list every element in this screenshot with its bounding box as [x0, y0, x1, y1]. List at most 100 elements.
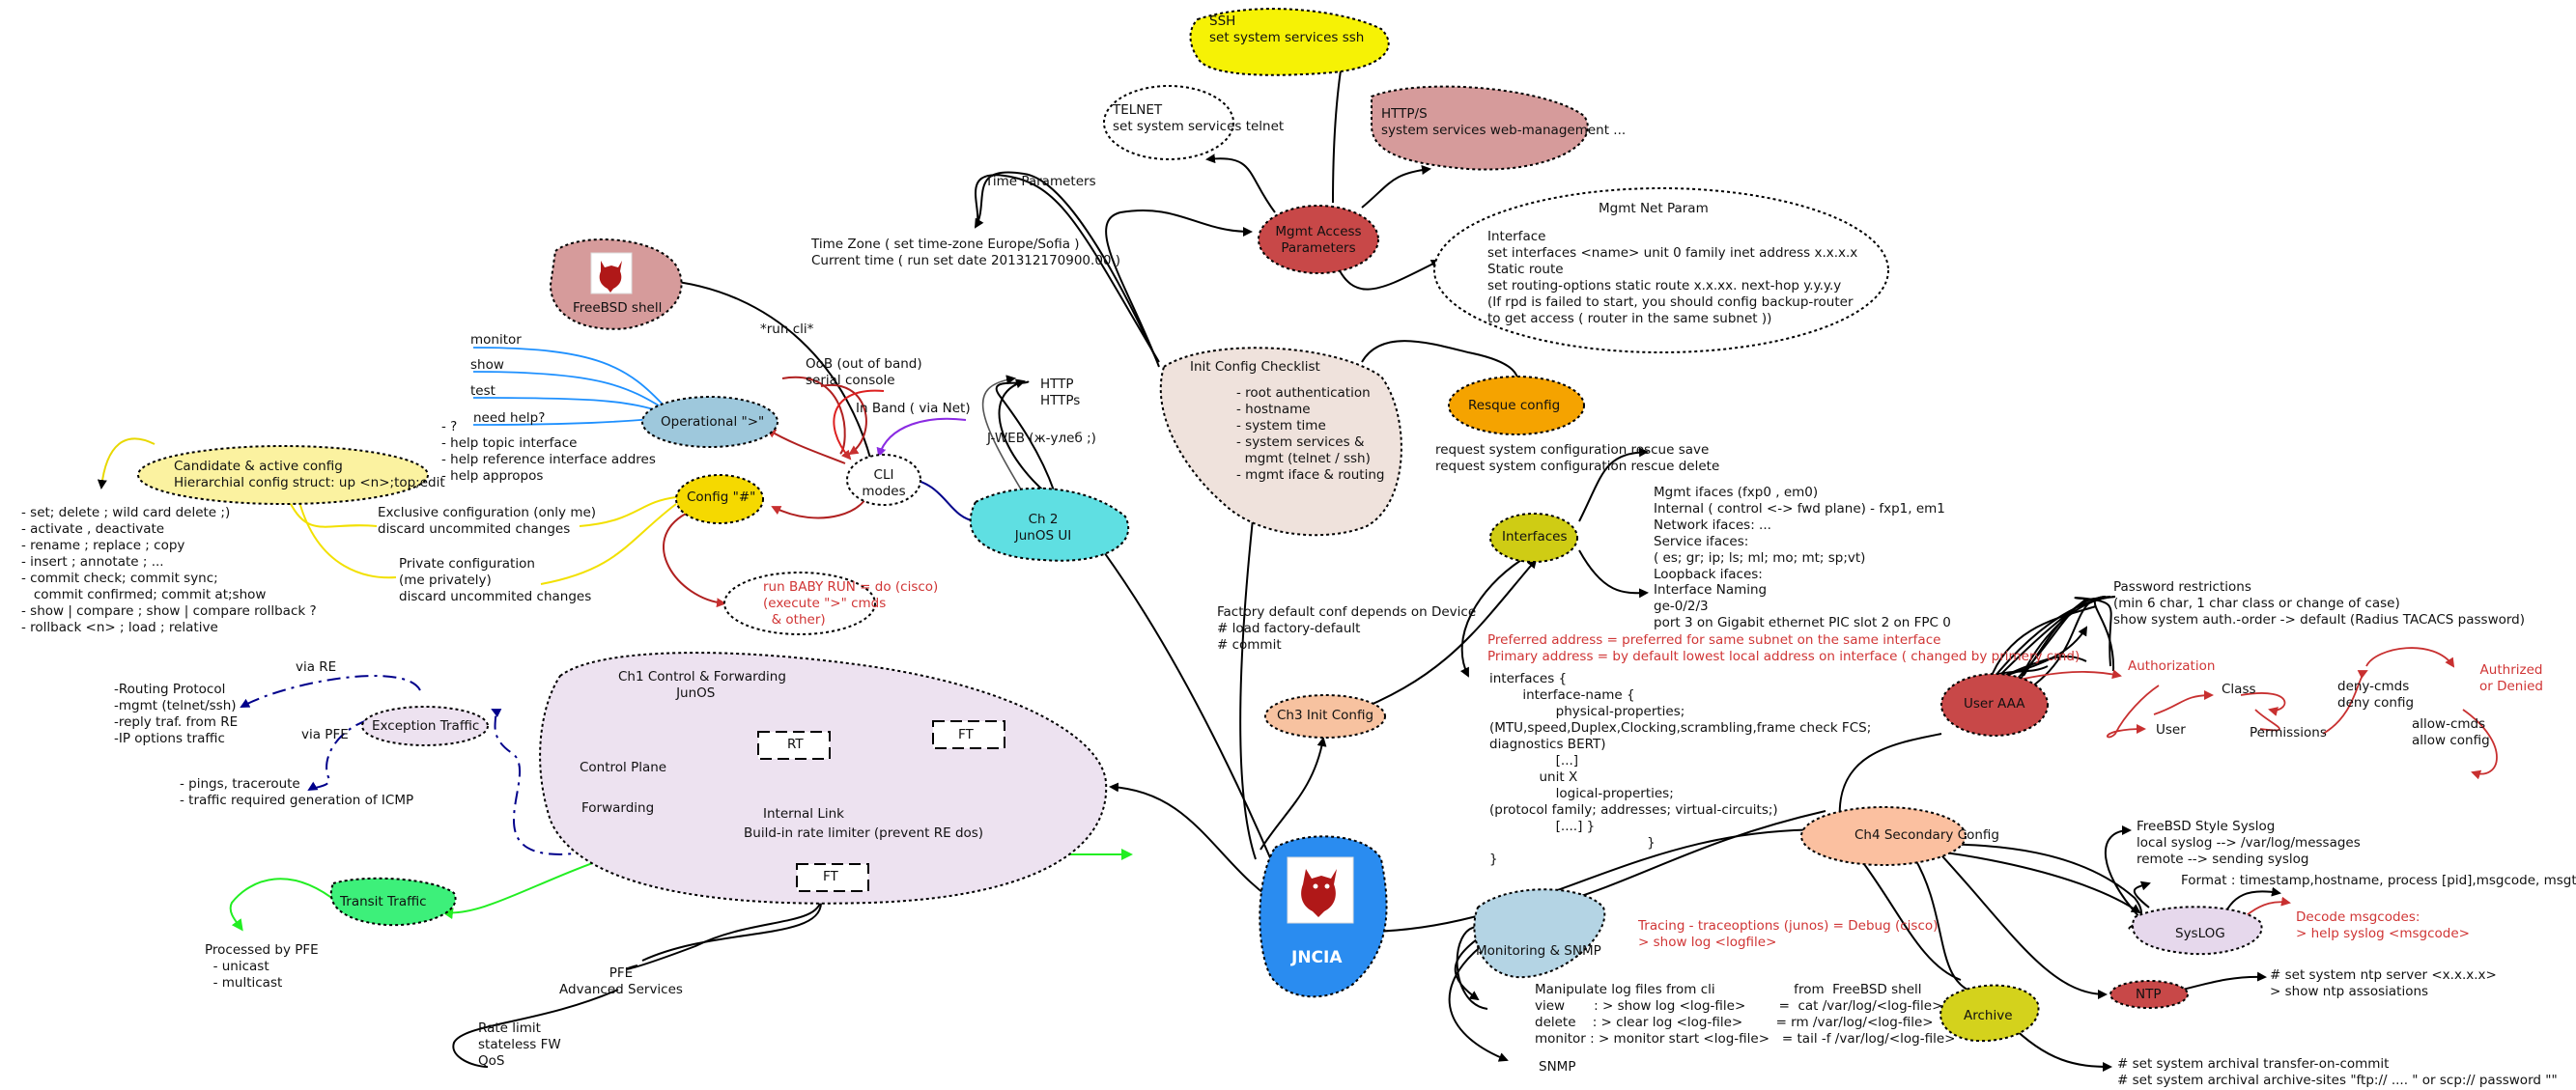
icmp-text: - pings, traceroute - traffic required g… [180, 776, 414, 808]
config-label: Config "#" [687, 489, 756, 505]
user-label: User [2156, 722, 2186, 738]
interfaces-naming-text: Interface Naming ge-0/2/3 port 3 on Giga… [1654, 582, 1951, 630]
ch2-node [969, 487, 1130, 562]
run-cli-text: *run cli* [760, 321, 814, 337]
authorization-label: Authorization [2128, 658, 2216, 674]
ch4-node [1800, 806, 1967, 866]
archive-text: # set system archival transfer-on-commit… [2117, 1056, 2558, 1088]
time-params-text: Time Zone ( set time-zone Europe/Sofia )… [811, 237, 1121, 268]
mgmt-net-title: Mgmt Net Param [1599, 201, 1709, 216]
devil-icon-center [1287, 856, 1354, 924]
transit-node [330, 877, 457, 927]
user-aaa-label: User AAA [1964, 696, 2025, 712]
logs-text: Manipulate log files from cli from FreeB… [1535, 982, 1956, 1047]
telnet-node [1103, 85, 1234, 160]
archive-node [1939, 984, 2040, 1043]
allow-text: allow-cmds allow config [2412, 716, 2490, 748]
syslog-node [2132, 906, 2263, 956]
pfe-services-text: Rate limit stateless FW QoS [478, 1020, 561, 1069]
user-aaa-node [1940, 673, 2049, 737]
internal-link-label: Internal Link [763, 806, 844, 822]
https-text: HTTP/S system services web-management ..… [1381, 106, 1627, 138]
mgmt-net-text: Interface set interfaces <name> unit 0 f… [1487, 229, 1858, 326]
rescue-text: request system configuration rescue save… [1435, 442, 1720, 474]
ch3-node [1264, 694, 1386, 739]
permissions-label: Permissions [2250, 725, 2327, 741]
run-baby-text: run BABY RUN = do (cisco) (execute ">" c… [763, 579, 939, 628]
oper-branch-show: show [470, 357, 504, 373]
ssh-text: SSH set system services ssh [1209, 14, 1365, 45]
candidate-text: Candidate & active config Hierarchial co… [174, 459, 445, 490]
oper-help-text: - ? - help topic interface - help refere… [441, 419, 656, 484]
rt-label: RT [787, 737, 804, 752]
via-pfe-label: via PFE [301, 727, 349, 742]
tracing-text: Tracing - traceoptions (junos) = Debug (… [1638, 918, 1939, 950]
devil-icon-freebsd [590, 252, 633, 294]
time-params-title: Time Parameters [985, 174, 1096, 189]
oob-text: OoB (out of band) serial console [806, 356, 922, 388]
ch3-factory-text: Factory default conf depends on Device #… [1217, 604, 1477, 653]
ft-box-bottom [796, 863, 869, 892]
pfe-text: Processed by PFE - unicast - multicast [205, 942, 319, 991]
transit-label: Transit Traffic [340, 894, 427, 909]
ch2-label: Ch 2 JunOS UI [1014, 512, 1072, 544]
monitoring-node [1473, 888, 1606, 979]
rescue-label: Resque config [1468, 398, 1561, 413]
interfaces-node [1489, 513, 1578, 563]
interfaces-config-text: interfaces { interface-name { physical-p… [1489, 671, 1872, 867]
http-text: HTTP HTTPs [1040, 377, 1081, 408]
oper-branch-monitor: monitor [470, 332, 522, 348]
pfe-services-label: PFE Advanced Services [559, 965, 683, 997]
snmp-label: SNMP [1539, 1059, 1576, 1075]
ssh-node [1189, 8, 1390, 76]
config-node [675, 474, 764, 524]
jncia-label: JNCIA [1291, 948, 1343, 967]
rt-box [757, 731, 831, 760]
monitoring-label: Monitoring & SNMP [1476, 943, 1601, 959]
syslog-format-text: Format : timestamp,hostname, process [pi… [2181, 873, 2576, 888]
init-checklist-node [1159, 347, 1402, 537]
ft-label-bottom: FT [823, 869, 838, 884]
init-checklist-text: - root authentication - hostname - syste… [1236, 385, 1385, 483]
exception-node [361, 706, 489, 746]
class-label: Class [2222, 682, 2256, 697]
freebsd-syslog-text: FreeBSD Style Syslog local syslog --> /v… [2137, 819, 2361, 867]
operational-label: Operational ">" [661, 414, 765, 430]
connectors [452, 56, 2281, 1072]
https-node [1371, 85, 1589, 171]
init-checklist-title: Init Config Checklist [1190, 359, 1320, 375]
authorized-text: Authrized or Denied [2479, 662, 2543, 694]
oper-branch-test: test [470, 383, 495, 399]
archive-label: Archive [1964, 1008, 2013, 1023]
ntp-text: # set system ntp server <x.x.x.x> > show… [2270, 967, 2497, 999]
ch4-label: Ch4 Secondary Config [1854, 827, 1999, 843]
ntp-label: NTP [2136, 987, 2162, 1002]
candidate-details: - set; delete ; wild card delete ;) - ac… [21, 505, 317, 635]
ch3-label: Ch3 Init Config [1277, 708, 1374, 723]
cli-label: CLI modes [862, 467, 906, 499]
ntp-node [2109, 980, 2189, 1009]
inband-text: In Band ( via Net) [856, 401, 971, 416]
mgmt-access-label: Mgmt Access Parameters [1275, 224, 1362, 256]
candidate-node [137, 445, 429, 505]
oper-branch-help: need help? [473, 410, 546, 426]
exception-text: -Routing Protocol -mgmt (telnet/ssh) -re… [114, 682, 239, 746]
exclusive-text: Exclusive configuration (only me) discar… [378, 505, 597, 537]
exception-label: Exception Traffic [372, 718, 480, 734]
telnet-text: TELNET set system services telnet [1113, 102, 1285, 134]
ch1-title: Ch1 Control & Forwarding JunOS [618, 669, 786, 701]
via-re-label: via RE [296, 659, 337, 675]
rescue-node [1448, 376, 1585, 435]
decode-text: Decode msgcodes: > help syslog <msgcode> [2296, 909, 2470, 941]
jweb-text: J-WEB (ж-улеб ;) [987, 431, 1096, 446]
operational-node [641, 396, 778, 448]
ft-box-top [932, 720, 1005, 749]
syslog-label: SysLOG [2175, 926, 2225, 941]
interfaces-mgmt-text: Mgmt ifaces (fxp0 , em0) Internal ( cont… [1654, 485, 1945, 582]
mgmt-net-node [1433, 187, 1889, 353]
interfaces-red-text: Preferred address = preferred for same s… [1487, 632, 2081, 664]
run-baby-node [723, 572, 876, 635]
private-text: Private configuration (me privately) dis… [399, 556, 592, 604]
limiter-label: Build-in rate limiter (prevent RE dos) [744, 825, 984, 841]
deny-text: deny-cmds deny config [2337, 679, 2415, 711]
